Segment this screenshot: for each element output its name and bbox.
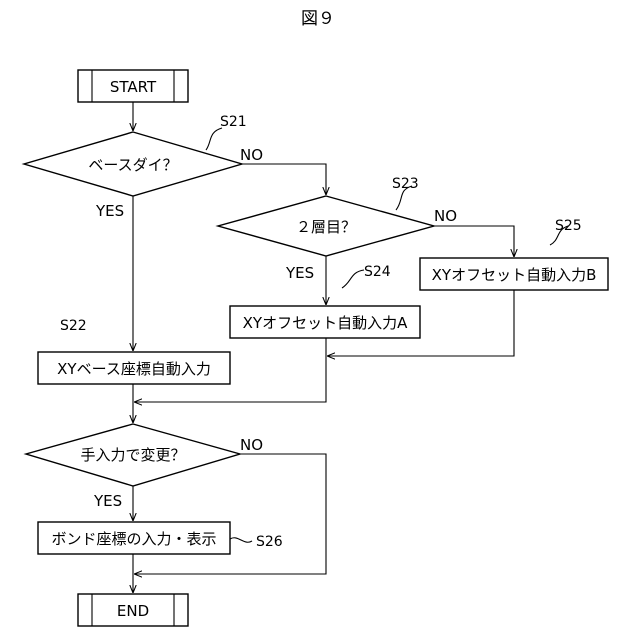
process-xy-base-coords-label: XYベース座標自動入力 xyxy=(57,360,211,378)
branch-label-d1-yes: YES xyxy=(95,202,124,220)
branch-label-d2-yes: YES xyxy=(285,264,314,282)
step-label-s23: S23 xyxy=(392,176,419,192)
process-xy-offset-b-label: XYオフセット自動入力B xyxy=(432,266,597,284)
edge-d2-no xyxy=(434,226,514,257)
edge-d1-no xyxy=(242,164,326,195)
branch-label-d1-no: NO xyxy=(240,146,263,164)
process-xy-offset-a-label: XYオフセット自動入力A xyxy=(243,314,408,332)
step-label-s22: S22 xyxy=(60,318,87,334)
step-label-s26: S26 xyxy=(256,534,283,550)
start-terminal: START xyxy=(78,70,188,102)
leader-s26 xyxy=(230,538,252,542)
branch-label-d3-yes: YES xyxy=(93,492,122,510)
leader-s21 xyxy=(206,128,222,150)
branch-label-d2-no: NO xyxy=(434,207,457,225)
branch-label-d3-no: NO xyxy=(240,436,263,454)
leader-s24 xyxy=(342,270,364,288)
process-xy-base-coords: XYベース座標自動入力 xyxy=(38,352,230,384)
decision-second-layer-label: ２層目？ xyxy=(296,218,356,236)
step-label-s25: S25 xyxy=(555,218,582,234)
process-xy-offset-a: XYオフセット自動入力A xyxy=(230,306,420,338)
process-bond-coords: ボンド座標の入力・表示 xyxy=(38,522,230,554)
step-label-s24: S24 xyxy=(364,264,391,280)
decision-second-layer: ２層目？ xyxy=(218,196,434,256)
end-label: END xyxy=(117,602,149,620)
figure-title: 図９ xyxy=(301,9,335,29)
decision-manual-change: 手入力で変更？ xyxy=(26,424,240,486)
process-xy-offset-b: XYオフセット自動入力B xyxy=(420,258,608,290)
decision-base-die-label: ベースダイ？ xyxy=(88,156,177,174)
process-bond-coords-label: ボンド座標の入力・表示 xyxy=(51,530,216,548)
start-label: START xyxy=(110,78,157,96)
step-label-s21: S21 xyxy=(220,114,247,130)
decision-manual-change-label: 手入力で変更？ xyxy=(80,446,185,464)
end-terminal: END xyxy=(78,594,188,626)
